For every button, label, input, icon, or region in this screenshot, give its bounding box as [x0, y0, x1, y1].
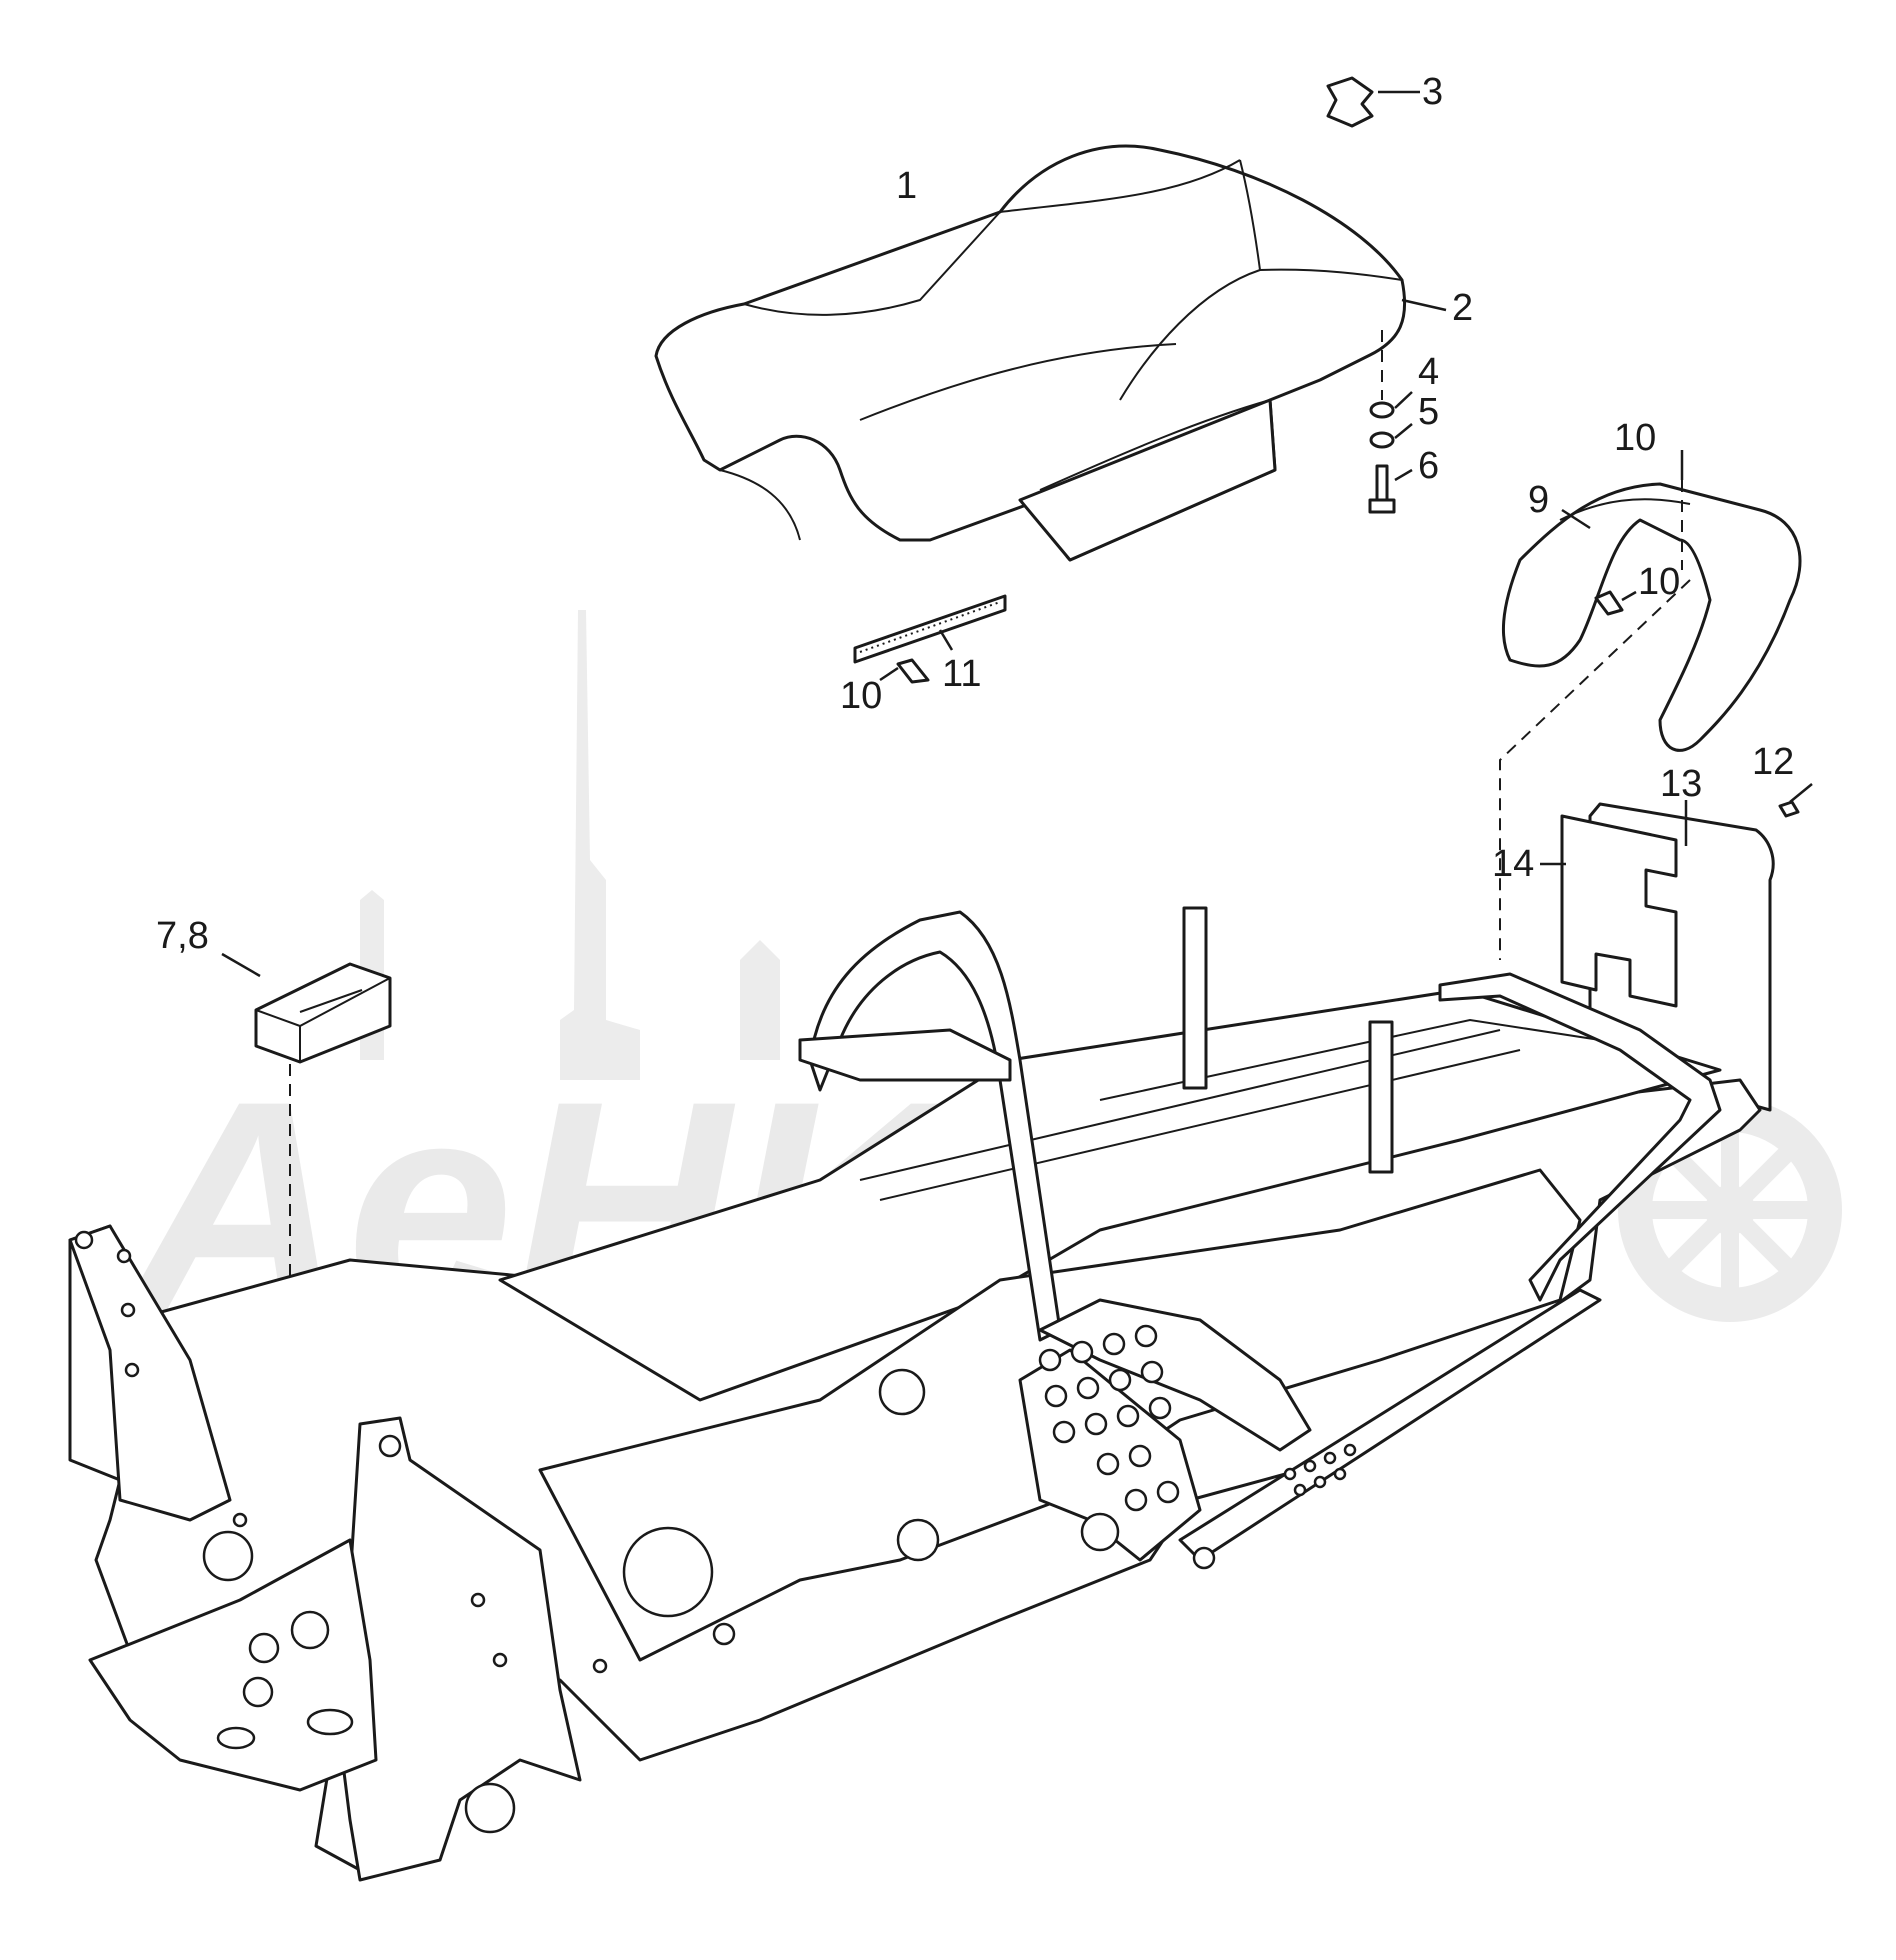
- callout-5: 5: [1418, 391, 1439, 433]
- callout-10-left: 10: [840, 675, 882, 717]
- leader-2: [1401, 298, 1447, 312]
- callout-14: 14: [1492, 843, 1534, 885]
- part-strip: [853, 594, 1007, 684]
- guide-line-backrest: [1499, 579, 1691, 960]
- part-chassis: [68, 906, 1762, 1882]
- part-clip: [1326, 76, 1420, 128]
- part-washers-and-bolt: [1368, 330, 1413, 514]
- callout-10-top: 10: [1614, 417, 1656, 459]
- part-backrest: [1502, 450, 1802, 752]
- callout-3: 3: [1422, 71, 1443, 113]
- callout-13: 13: [1660, 763, 1702, 805]
- part-seat: [654, 144, 1407, 562]
- callout-2: 2: [1452, 287, 1473, 329]
- watermark-wheel-icon: [1618, 1098, 1842, 1322]
- callout-10-mid: 10: [1638, 561, 1680, 603]
- callouts: 1 2 3 4 5 6 7,8 9 10 10 10 11 12 13 14: [156, 71, 1794, 957]
- chassis-holes: [74, 1230, 1357, 1834]
- callout-6: 6: [1418, 445, 1439, 487]
- callout-9: 9: [1528, 479, 1549, 521]
- watermark-spire: [560, 610, 640, 1080]
- callout-12: 12: [1752, 741, 1794, 783]
- callout-1: 1: [896, 165, 917, 207]
- callout-11: 11: [942, 653, 981, 695]
- callout-4: 4: [1418, 351, 1439, 393]
- callout-7-8: 7,8: [156, 915, 209, 957]
